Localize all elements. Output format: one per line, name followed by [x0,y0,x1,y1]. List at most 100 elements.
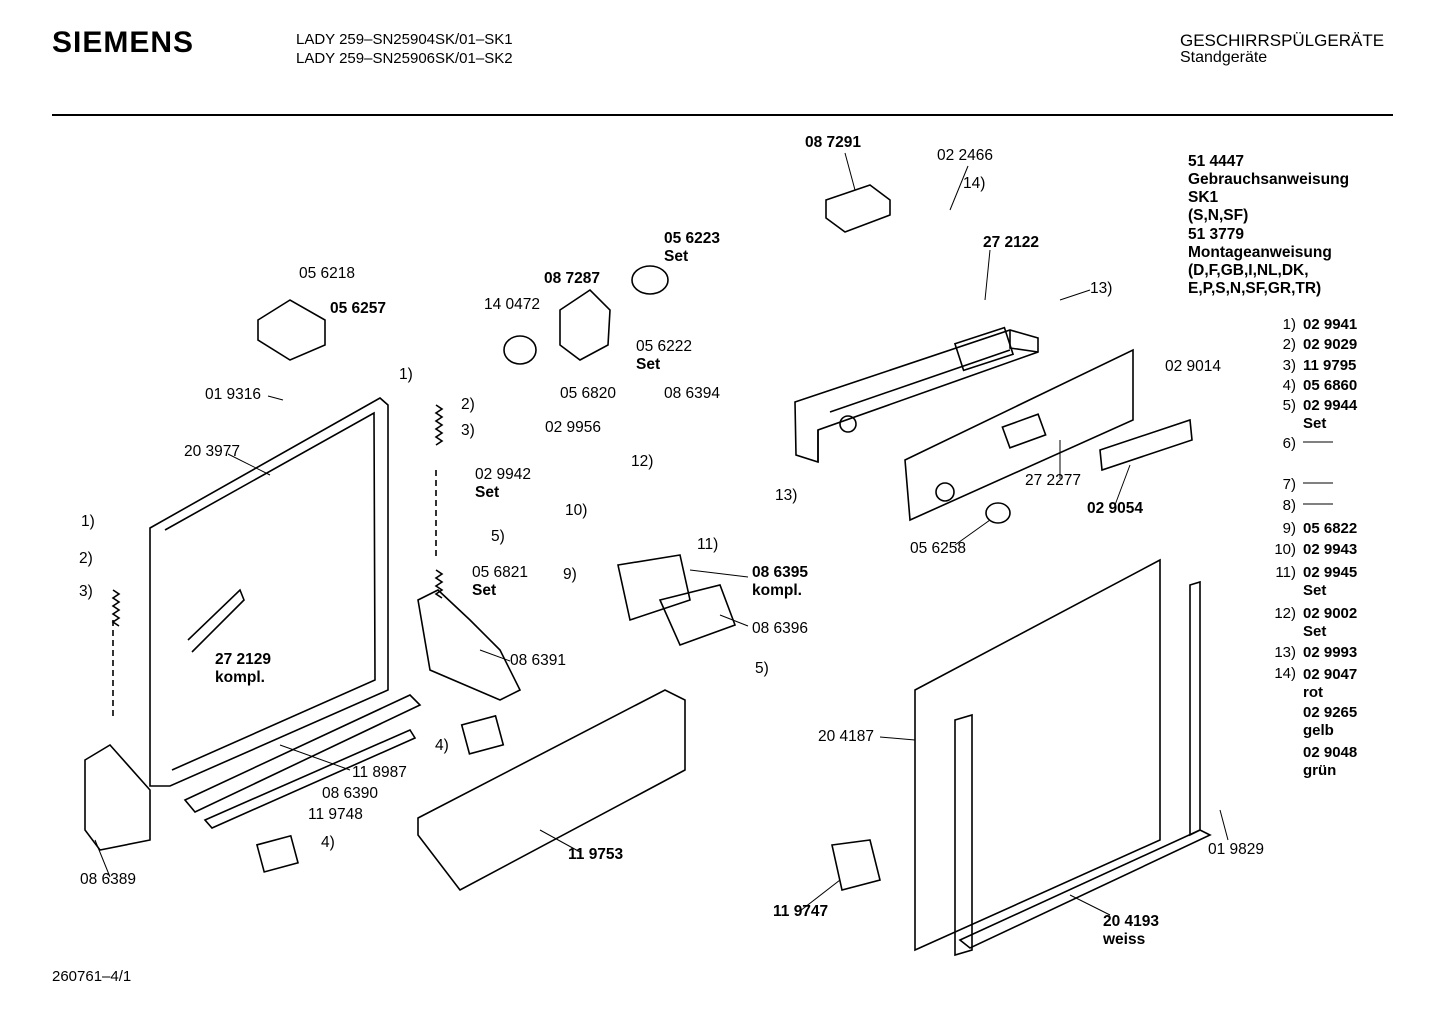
note-line: (S,N,SF) [1188,207,1249,224]
part-label: 27 2122 [983,234,1040,251]
callout-label: 12) [631,453,654,470]
legend-part-note: Set [1303,582,1327,599]
note-line: 51 4447 [1188,153,1245,170]
legend-number: 1) [1282,316,1296,333]
callout-label: 4) [321,834,335,851]
callout-label: 11) [697,536,719,553]
legend-part: —— [1303,495,1333,512]
callout-label: 13) [775,487,798,504]
legend-number: 10) [1274,541,1296,558]
part-label: 11 9747 [773,903,829,920]
part-label: 02 9054 [1087,500,1144,517]
part-label: 01 9316 [205,386,262,403]
part-label: Set [636,356,661,373]
brand-logo: SIEMENS [52,26,195,59]
model-line-2: LADY 259–SN25906SK/01–SK2 [296,50,513,67]
callout-label: 3) [461,422,475,439]
plinth-panel-shape [417,689,686,892]
part-label: 20 4187 [818,728,875,745]
part-label: Set [664,248,689,265]
part-label: 11 9748 [308,806,363,823]
callout-label: 13) [1090,280,1113,297]
part-label: 01 9829 [1208,841,1265,858]
part-label: 08 6390 [322,785,379,802]
legend-part-alt: 02 9265 [1303,704,1358,721]
part-label: 11 8987 [352,764,407,781]
legend-part: 02 9945 [1303,564,1358,581]
legend-number: 8) [1282,497,1296,514]
legend-number: 14) [1274,665,1296,682]
part-label: 08 7287 [544,270,601,287]
inner-door-shape [149,397,389,787]
callout-label: 14) [963,175,986,192]
callout-label: 1) [399,366,413,383]
legend-number: 3) [1282,357,1296,374]
callout-label: 10) [565,502,588,519]
category-title: GESCHIRRSPÜLGERÄTE [1180,31,1385,50]
callout-label: 2) [461,396,475,413]
model-line-1: LADY 259–SN25904SK/01–SK1 [296,31,513,48]
legend-part: 02 9941 [1303,316,1358,333]
part-label: 08 6391 [510,652,567,669]
part-label: 05 6258 [910,540,967,557]
legend-number: 5) [1282,397,1296,414]
callout-label: 5) [755,660,769,677]
legend-number: 11) [1275,564,1296,581]
callout-label: 1) [81,513,95,530]
part-label: 05 6820 [560,385,617,402]
control-panel-shape [794,329,1039,464]
front-panel-shape [904,348,1134,522]
legend-part-alt: 02 9048 [1303,744,1358,761]
part-label: 11 9753 [568,846,624,863]
legend-part-note: rot [1303,684,1323,701]
note-line: (D,F,GB,I,NL,DK, [1188,262,1309,279]
note-line: 51 3779 [1188,226,1245,243]
callout-label: 4) [435,737,449,754]
callout-label: 2) [79,550,93,567]
outer-door-shape [914,558,1161,952]
legend-number: 9) [1282,520,1296,537]
legend-part: —— [1303,433,1333,450]
legend-number: 4) [1282,377,1296,394]
part-label: 08 6395 [752,564,809,581]
part-label: 02 2466 [937,147,994,164]
part-label: weiss [1103,931,1146,948]
part-label: 02 9942 [475,466,532,483]
legend-part-note: grün [1303,762,1337,779]
legend-part: —— [1303,474,1333,491]
legend-number: 13) [1274,644,1296,661]
legend-number: 2) [1282,336,1296,353]
legend-number: 7) [1282,476,1296,493]
part-label: 05 6218 [299,265,356,282]
part-label: 05 6223 [664,230,721,247]
part-label: 05 6222 [636,338,693,355]
legend-part: 05 6822 [1303,520,1358,537]
legend-part: 11 9795 [1303,357,1357,374]
category-subtitle: Standgeräte [1180,49,1268,66]
legend-part: 02 9047 [1303,666,1358,683]
note-line: E,P,S,N,SF,GR,TR) [1188,280,1322,297]
part-label: Set [475,484,500,501]
part-label: Set [472,582,497,599]
callout-label: 3) [79,583,93,600]
part-label: 27 2277 [1025,472,1082,489]
document-id: 260761–4/1 [52,968,132,985]
part-label: 08 6394 [664,385,721,402]
part-label: 14 0472 [484,296,541,313]
legend-part: 02 9993 [1303,644,1358,661]
note-line: Montageanweisung [1188,244,1332,261]
part-label: 05 6257 [330,300,387,317]
part-label: 08 6396 [752,620,809,637]
part-label: 08 6389 [80,871,137,888]
legend-part: 02 9944 [1303,397,1358,414]
part-label: kompl. [752,582,802,599]
part-label: 02 9956 [545,419,602,436]
part-label: 02 9014 [1165,358,1222,375]
legend-part-note: Set [1303,415,1327,432]
legend-part-note: Set [1303,623,1327,640]
legend-part: 02 9943 [1303,541,1358,558]
legend-number: 6) [1282,435,1296,452]
legend-part: 02 9029 [1303,336,1358,353]
header-divider [52,114,1393,116]
